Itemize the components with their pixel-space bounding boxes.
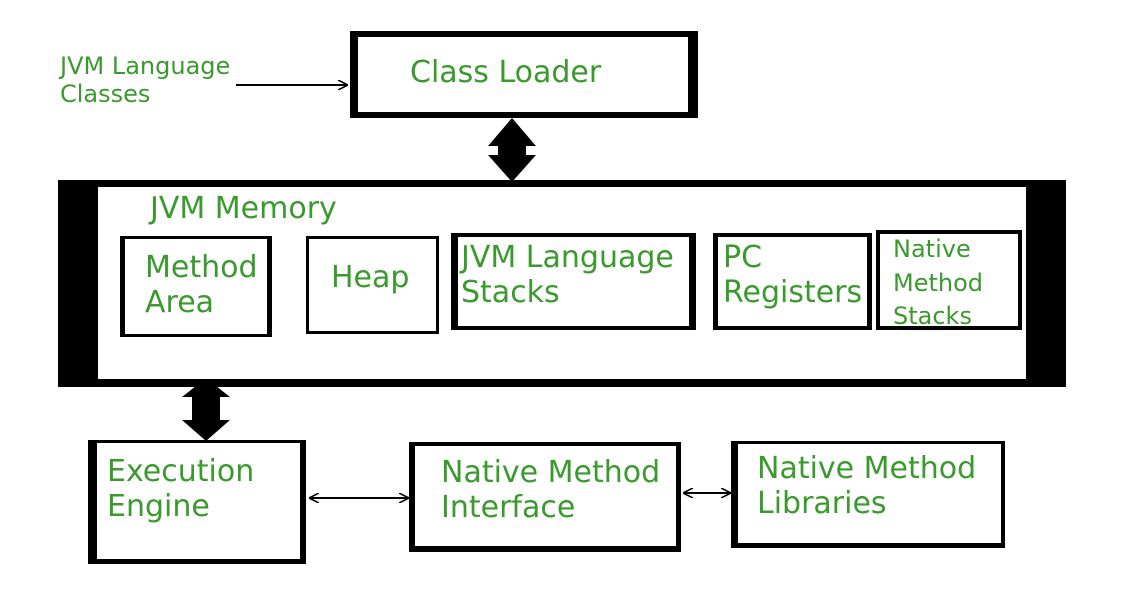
- method-area-label-line-1: Method: [145, 250, 258, 285]
- method-area-box: [120, 236, 272, 337]
- language-stacks-box: [451, 233, 696, 330]
- native-method-interface-label: Native Method Interface: [441, 455, 660, 526]
- pc-registers-label-line-1: PC: [723, 240, 763, 275]
- input-label-line-1: JVM Language: [60, 52, 231, 80]
- native-method-stacks-label-line-3: Stacks: [893, 302, 972, 331]
- class-loader-memory-arrow: [488, 118, 536, 182]
- native-method-interface-box: [409, 442, 681, 552]
- method-area-label-line-2: Area: [145, 285, 215, 321]
- pc-registers-label-line-2: Registers: [723, 275, 863, 311]
- native-method-interface-label-line-1: Native Method: [441, 455, 661, 490]
- class-loader-label: Class Loader: [410, 55, 601, 90]
- native-method-libraries-box: [731, 441, 1005, 548]
- execution-engine-label-line-2: Engine: [107, 489, 210, 525]
- execution-engine-box: [88, 440, 306, 564]
- class-loader-box: [350, 31, 698, 118]
- method-area-label: Method Area: [145, 250, 258, 321]
- native-method-stacks-label-line-1: Native: [893, 235, 971, 263]
- execution-engine-label-line-1: Execution: [107, 454, 255, 489]
- pc-registers-box: [713, 233, 872, 330]
- heap-label: Heap: [331, 260, 409, 295]
- heap-label-line: Heap: [331, 260, 410, 295]
- pc-registers-label: PC Registers: [723, 240, 862, 311]
- native-method-stacks-box: [876, 230, 1022, 330]
- native-method-interface-label-line-2: Interface: [441, 490, 576, 526]
- jvm-memory-title-line: JVM Memory: [150, 191, 337, 226]
- input-label: JVM Language Classes: [60, 52, 230, 109]
- language-stacks-label-line-1: JVM Language: [461, 240, 674, 275]
- native-method-libraries-label: Native Method Libraries: [757, 451, 976, 522]
- native-method-libraries-label-line-2: Libraries: [757, 486, 887, 522]
- native-method-stacks-label: Native Method Stacks: [893, 233, 983, 334]
- class-loader-label-line: Class Loader: [410, 55, 602, 90]
- language-stacks-label-line-2: Stacks: [461, 275, 560, 311]
- native-method-stacks-label-line-2: Method: [893, 268, 984, 297]
- language-stacks-label: JVM Language Stacks: [461, 240, 674, 311]
- jvm-memory-title: JVM Memory: [150, 191, 337, 226]
- memory-engine-arrow: [182, 378, 230, 441]
- execution-engine-label: Execution Engine: [107, 454, 254, 525]
- native-method-libraries-label-line-1: Native Method: [757, 451, 977, 486]
- heap-box: [306, 236, 439, 334]
- input-label-line-2: Classes: [60, 80, 151, 109]
